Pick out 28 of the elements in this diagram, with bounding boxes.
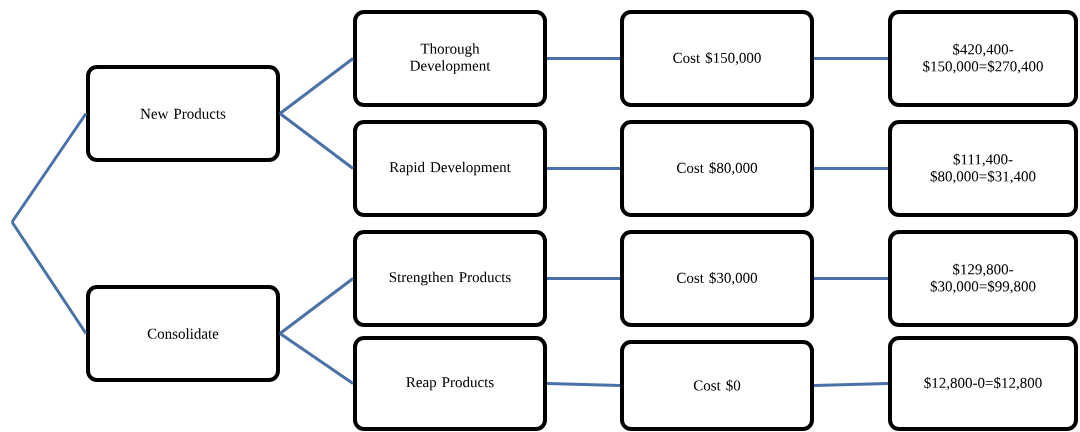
connector-line xyxy=(814,277,888,280)
connector-line xyxy=(547,277,620,280)
connector-line xyxy=(10,112,88,223)
result-box: $12,800-0=$12,800 xyxy=(888,336,1078,431)
option-box: Reap Products xyxy=(353,336,547,431)
option-box: Strengthen Products xyxy=(353,230,547,327)
cost-box: Cost $30,000 xyxy=(620,230,814,327)
connector-line xyxy=(813,382,889,387)
connector-line xyxy=(814,57,888,60)
connector-line xyxy=(279,112,354,170)
result-box: $420,400- $150,000=$270,400 xyxy=(888,10,1078,107)
connector-line xyxy=(546,382,621,387)
result-box: $129,800- $30,000=$99,800 xyxy=(888,230,1078,327)
option-box: Thorough Development xyxy=(353,10,547,107)
decision-box: New Products xyxy=(86,65,280,162)
cost-box: Cost $150,000 xyxy=(620,10,814,107)
connector-line xyxy=(279,277,354,335)
connector-line xyxy=(10,221,88,335)
connector-line xyxy=(547,167,620,170)
cost-box: Cost $80,000 xyxy=(620,120,814,217)
option-box: Rapid Development xyxy=(353,120,547,217)
connector-line xyxy=(279,332,354,385)
connector-line xyxy=(814,167,888,170)
connector-line xyxy=(279,57,354,115)
cost-box: Cost $0 xyxy=(620,340,814,431)
result-box: $111,400- $80,000=$31,400 xyxy=(888,120,1078,217)
connector-line xyxy=(547,57,620,60)
decision-box: Consolidate xyxy=(86,285,280,382)
